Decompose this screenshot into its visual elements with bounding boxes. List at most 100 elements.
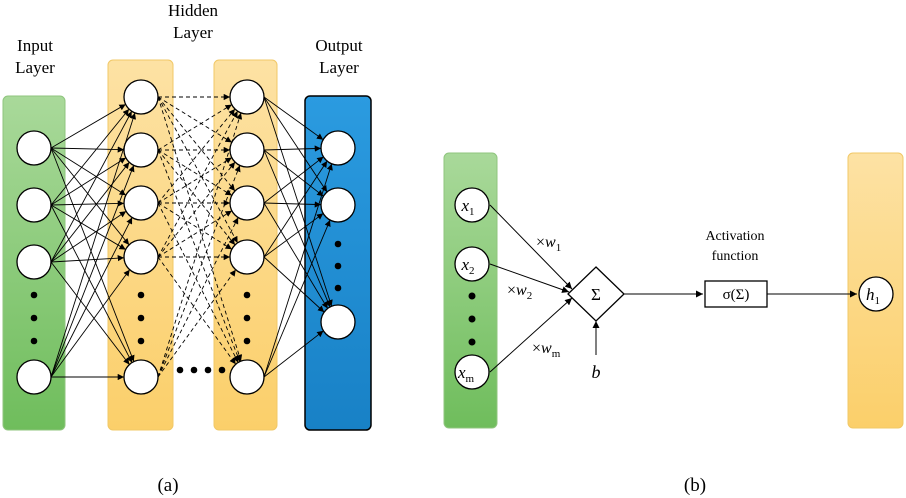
output-node-1 [320,187,356,223]
edge-h2-2-out-1 [263,201,322,208]
edge-in0-h1-4 [50,147,135,362]
between-hidden-ellipsis-dot-2 [204,366,212,374]
edge-in3-h1-2 [50,217,133,378]
hidden-layer-label-line2: Layer [173,23,213,42]
edge-h1-2-h2-0 [157,108,236,204]
activation-formula: σ(Σ) [723,287,750,303]
edge-h2-1-out-2 [263,149,331,308]
edge-h2-4-out-2 [263,330,324,378]
edge-h2-3-out-0 [263,160,328,258]
nodes-panel-a [16,79,356,395]
input-node-1 [16,187,52,223]
output-ellipsis-dot-0 [334,240,342,248]
edge-in2-h1-2 [50,210,127,263]
input-layer-label-line1: Input [17,36,53,55]
edge-h1-1-h2-3 [157,149,236,246]
edge-in0-h1-1 [50,146,125,153]
panel-a: Input Layer Hidden Layer Output Layer (a… [2,1,372,496]
edge-x1-sum [489,204,573,290]
input-node-0 [16,130,52,166]
edge-h2-4-out-1 [263,219,331,378]
connections-dashed [157,93,243,378]
edge-h2-0-out-0 [263,96,324,141]
hidden1-ellipsis-dot-1 [137,314,145,322]
caption-b: (b) [684,475,706,496]
hidden-layer-label-line1: Hidden [168,1,219,20]
edge-in3-h1-1 [50,165,135,378]
edge-h2-0-out-1 [263,96,328,193]
edge-in2-h1-1 [50,162,130,263]
input-ellipsis [468,292,476,346]
input-node-2 [16,244,52,280]
output-node-2 [320,304,356,340]
edge-xm-sum [489,297,573,373]
svg-text:h1: h1 [866,285,880,307]
edge-in1-h1-3 [50,204,126,250]
edge-in2-h1-0 [50,111,133,263]
hidden2-ellipsis-dot-2 [243,337,251,345]
hidden1-node-2 [123,185,159,221]
bias-label: b [592,362,601,382]
hidden2-node-3 [229,239,265,275]
summation-node [567,266,625,322]
output-layer-label-line1: Output [315,36,363,55]
edge-h1-2-h2-1 [157,157,233,204]
edge-in0-h1-0 [50,103,126,149]
hidden1-node-1 [123,132,159,168]
output-node-0 [320,130,356,166]
weight-wm: ×wm [532,340,561,360]
input-ellipsis-dot-2 [30,337,38,345]
hidden1-node-3 [123,239,159,275]
edge-in1-h1-1 [50,157,127,206]
activation-label-line1: Activation [705,229,764,244]
input-ellipsis-dot-1 [30,314,38,322]
hidden2-ellipsis-dot-0 [243,291,251,299]
svg-text:x2: x2 [460,255,474,277]
edge-h2-3-out-2 [263,256,325,313]
between-hidden-ellipsis-dot-0 [176,366,184,374]
edge-x2-sum [489,263,570,293]
edge-in0-h1-2 [50,147,127,196]
edge-h2-4-out-0 [263,163,333,378]
activation-function-box [704,280,768,308]
input-node-x2: x2 [454,246,490,282]
hidden1-node-0 [123,79,159,115]
edge-h1-0-h2-1 [157,96,233,143]
output-layer-label-line2: Layer [319,58,359,77]
weight-w1: ×w1 [536,234,561,254]
svg-text:x1: x1 [460,196,474,218]
edge-h2-2-out-0 [263,156,324,204]
hidden1-node-4 [123,359,159,395]
edge-h1-2-h2-4 [157,202,239,363]
edge-in1-h1-2 [50,200,125,207]
hidden2-ellipsis-dot-1 [243,314,251,322]
edge-h1-0-h2-2 [157,96,236,192]
hidden2-node-1 [229,132,265,168]
edge-h2-0-out-2 [263,96,333,307]
weight-w2: ×w2 [507,282,532,302]
activation-label-line2: function [712,249,759,264]
edge-h2-1-out-0 [263,145,322,152]
edge-h2-1-out-1 [263,149,324,197]
input-node-x1: x1 [454,187,490,223]
hidden1-ellipsis-dot-2 [137,337,145,345]
hidden2-node-0 [229,79,265,115]
input-node-3 [16,359,52,395]
summation-symbol: Σ [591,285,601,304]
output-node-h1: h1 [858,276,894,312]
edge-h2-2-out-2 [263,202,329,309]
edge-in0-h1-3 [50,147,130,246]
edge-h1-4-h2-1 [157,165,241,378]
panel-b: x1 x2 xm ×w1 ×w2 ×wm Σ b Activation func… [443,152,904,496]
edge-in2-h1-3 [50,255,125,263]
edge-h1-1-h2-0 [157,104,233,151]
edge-in1-h1-4 [50,204,133,363]
caption-a: (a) [157,475,178,496]
edge-h1-4-h2-3 [157,269,237,378]
output-ellipsis-dot-1 [334,262,342,270]
connections-solid [50,96,333,381]
edge-h1-3-h2-4 [157,256,237,365]
svg-text:xm: xm [457,363,475,385]
edge-in3-h1-3 [50,269,131,378]
